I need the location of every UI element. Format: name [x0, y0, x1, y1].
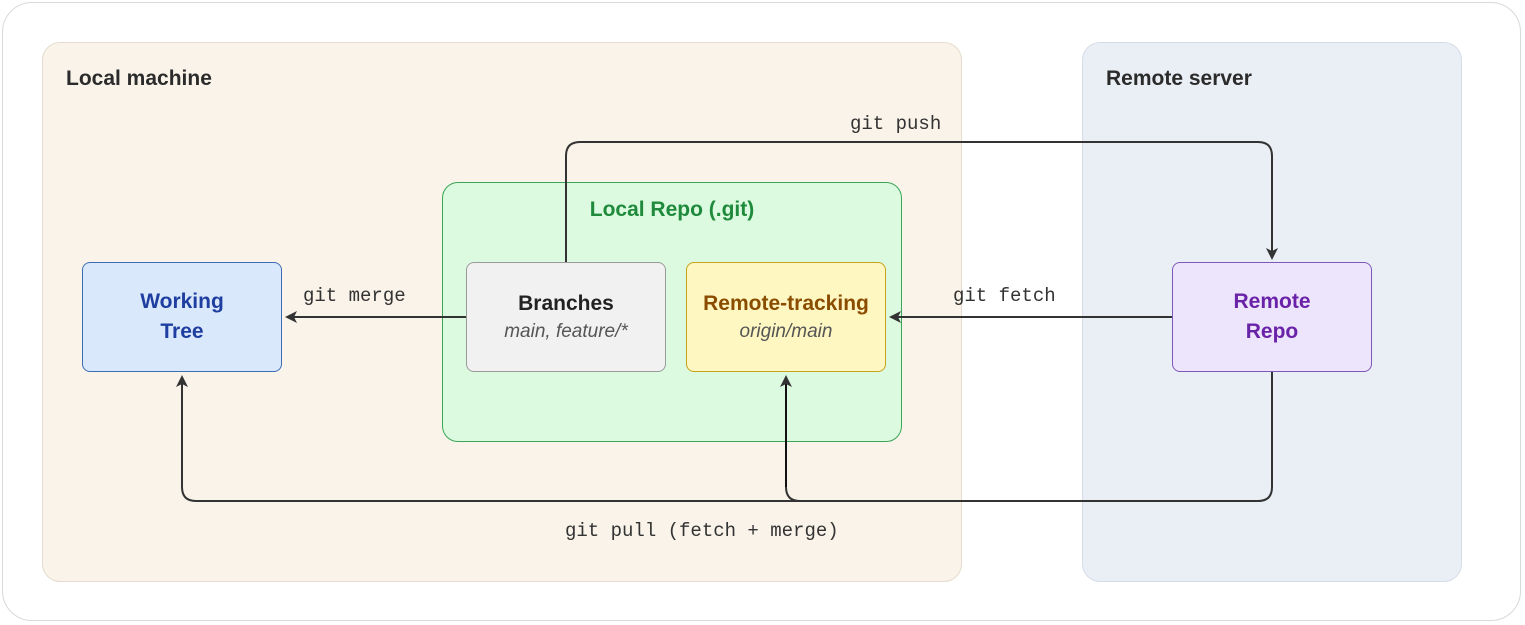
branches-node[interactable]: Branches main, feature/* [466, 262, 666, 372]
branches-title: Branches [518, 292, 614, 315]
remote-tracking-subtitle: origin/main [739, 321, 833, 342]
edge-git-pull-trunk [785, 372, 1273, 502]
remote-server-title: Remote server [1106, 67, 1252, 90]
local-machine-title: Local machine [66, 67, 212, 90]
edge-git-push [565, 141, 1278, 262]
working-tree-title-line2: Tree [160, 320, 204, 343]
edge-label-git-fetch: git fetch [953, 285, 1056, 307]
edge-label-git-merge: git merge [303, 285, 406, 307]
working-tree-title-line1: Working [140, 290, 224, 313]
branches-subtitle: main, feature/* [504, 321, 628, 342]
remote-tracking-node[interactable]: Remote-tracking origin/main [686, 262, 886, 372]
local-repo-title: Local Repo (.git) [589, 198, 755, 221]
edge-label-git-push: git push [850, 113, 942, 135]
remote-tracking-title: Remote-tracking [703, 292, 869, 315]
working-tree-node[interactable]: Working Tree [82, 262, 282, 372]
remote-repo-node[interactable]: Remote Repo [1172, 262, 1372, 372]
edge-git-pull-to-working-tree [176, 375, 800, 502]
edge-label-git-pull: git pull (fetch + merge) [565, 520, 839, 542]
remote-repo-title-line1: Remote [1233, 290, 1311, 313]
remote-repo-title-line2: Repo [1245, 320, 1299, 343]
